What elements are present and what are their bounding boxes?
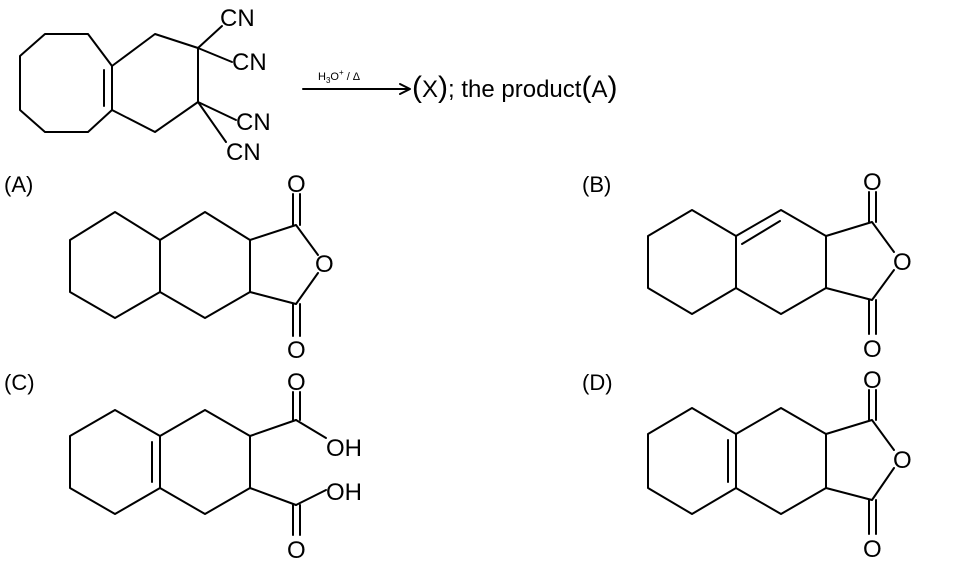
option-a-oxygen-ring: O [315, 251, 334, 278]
option-c-cooh-top-oh-bond [295, 419, 327, 439]
cn-label-3: CN [236, 109, 271, 136]
option-c-hydroxyl-top: OH [326, 435, 362, 462]
option-d-structure: O O O [647, 367, 912, 563]
option-c-cooh-bottom-bond [249, 487, 297, 506]
option-d-oxygen-bottom: O [863, 536, 882, 563]
option-a-label: (A) [4, 172, 33, 197]
option-a-middle-ring [159, 211, 251, 319]
option-b-label: (B) [582, 172, 611, 197]
option-c-cooh-top-bond [249, 419, 297, 437]
option-b-structure: O O O [647, 169, 912, 363]
reaction-conditions: H3O+ / Δ [318, 68, 361, 85]
option-c-right-ring [159, 409, 251, 515]
option-c-structure: O OH OH O [69, 369, 362, 564]
reaction-arrowhead [399, 83, 411, 95]
cn-label-1: CN [220, 5, 255, 32]
option-d-middle-ring [735, 407, 827, 515]
option-d-label: (D) [582, 370, 613, 395]
reactant-left-ring [19, 33, 113, 133]
option-d-oxygen-ring: O [893, 447, 912, 474]
option-c-cooh-bottom-oh-bond [295, 489, 327, 506]
option-d-oxygen-top: O [863, 367, 882, 394]
option-b-double-bond-inner [741, 220, 781, 245]
option-a-structure: O O O [69, 171, 334, 364]
cn-label-2: CN [232, 49, 267, 76]
option-c-left-ring [69, 409, 161, 515]
option-b-anhydride-ring [825, 221, 895, 301]
option-a-left-ring [69, 211, 161, 319]
reactant-molecule: CN CN CN CN [19, 5, 271, 166]
product-statement: (X); the product(A) [412, 71, 617, 104]
option-d-anhydride-ring [825, 419, 895, 501]
cn-bond-3 [197, 101, 237, 121]
cn-bond-1 [197, 25, 223, 49]
option-a-oxygen-bottom: O [287, 337, 306, 364]
option-c-oxygen-top: O [287, 369, 306, 396]
reaction-arrow-group: H3O+ / Δ (X); the product(A) [302, 68, 617, 104]
option-b-oxygen-ring: O [893, 249, 912, 276]
option-b-left-ring [647, 209, 737, 315]
option-b-oxygen-bottom: O [863, 336, 882, 363]
option-b-middle-ring [735, 209, 827, 315]
cn-label-4: CN [226, 139, 261, 166]
option-a-anhydride-ring [249, 224, 319, 305]
option-b-oxygen-top: O [863, 169, 882, 196]
cn-bond-2 [197, 47, 233, 63]
option-a-oxygen-top: O [287, 171, 306, 198]
option-d-left-ring [647, 407, 737, 515]
option-c-oxygen-bottom: O [287, 537, 306, 564]
option-c-hydroxyl-bottom: OH [326, 479, 362, 506]
option-c-label: (C) [4, 370, 35, 395]
cn-bond-4 [197, 101, 227, 143]
reactant-right-ring [111, 33, 199, 133]
